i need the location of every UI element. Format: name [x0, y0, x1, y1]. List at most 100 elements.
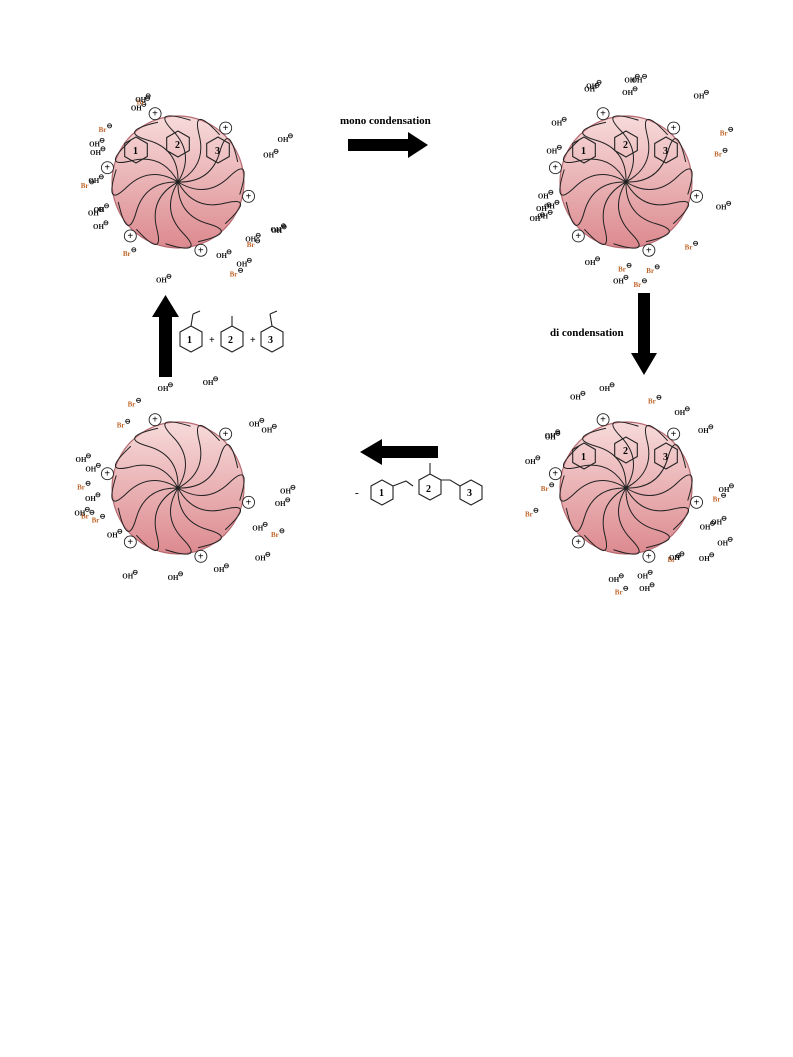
hydroxide-ion: OH: [85, 495, 96, 503]
ion-charge: ⊖: [166, 272, 172, 280]
benzaldehyde-ring-1: [179, 325, 203, 353]
hydroxide-ion: OH: [85, 465, 96, 473]
addition-plus-1: +: [209, 335, 215, 346]
surfactant-tail: [625, 181, 670, 243]
addition-label-3: 3: [268, 335, 273, 346]
head-group: [148, 107, 162, 121]
ion-charge: ⊖: [634, 73, 640, 81]
surfactant-tail: [177, 424, 221, 489]
ion-charge: ⊖: [555, 428, 561, 436]
surfactant-tail: [565, 487, 627, 532]
surfactant-tail: [177, 487, 242, 531]
bromide-ion: Br: [615, 588, 623, 596]
hydroxide-ion: OH: [700, 524, 711, 532]
ion-charge: ⊖: [238, 266, 244, 274]
product-removal-formula: - 1 2 3: [355, 463, 483, 506]
hydroxide-ion: OH: [90, 149, 101, 157]
bound-ring: [654, 442, 678, 470]
head-group: [194, 243, 208, 257]
ion-charge: ⊖: [555, 429, 561, 437]
label-mono-condensation: mono condensation: [340, 115, 431, 127]
bromide-ion: Br: [714, 150, 722, 158]
ion-charge: ⊖: [99, 137, 105, 145]
surfactant-tail: [625, 474, 693, 501]
surfactant-tail: [164, 115, 191, 183]
ion-charge: ⊖: [708, 423, 714, 431]
bound-ring: [206, 136, 230, 164]
head-charge: +: [246, 497, 252, 508]
bound-ring: [572, 442, 596, 470]
hydroxide-ion: OH: [216, 252, 227, 260]
surfactant-tail: [117, 487, 179, 532]
ion-charge: ⊖: [85, 479, 91, 487]
ion-charge: ⊖: [125, 418, 131, 426]
surfactant-tail: [559, 475, 627, 502]
bromide-ion: Br: [137, 99, 145, 107]
hydroxide-ion: OH: [245, 236, 256, 244]
micelles: ++++++++++++++++++++++++: [100, 107, 704, 563]
bromide-ion: Br: [541, 485, 549, 493]
surfactant-tail: [582, 121, 627, 183]
hydroxide-ion: OH: [275, 500, 286, 508]
hydroxide-ion: OH: [545, 433, 556, 441]
ion-charge: ⊖: [131, 246, 137, 254]
hydroxide-ion: OH: [586, 82, 597, 90]
bound-ring-label: 2: [623, 140, 628, 151]
bromide-ion: Br: [92, 517, 100, 525]
surfactant-tail: [177, 181, 242, 225]
ion-charge: ⊖: [676, 552, 682, 560]
surfactant-tail: [134, 427, 179, 489]
ion-charge: ⊖: [533, 506, 539, 514]
surfactant-tail: [625, 138, 687, 183]
hydroxide-ion: OH: [158, 385, 169, 393]
bound-ring-label: 1: [581, 146, 586, 157]
ion-charge: ⊖: [549, 481, 555, 489]
surfactant-tail: [613, 487, 640, 555]
ion-charge: ⊖: [693, 239, 699, 247]
hydroxide-ion: OH: [122, 573, 133, 581]
ion-charge: ⊖: [246, 256, 252, 264]
ion-charge: ⊖: [226, 248, 232, 256]
hydroxide-ion: OH: [537, 212, 548, 220]
hydroxide-ion: OH: [135, 96, 146, 104]
micelle-bottom-right: ++++++: [548, 413, 704, 563]
bound-ring-label: 2: [175, 140, 180, 151]
surfactant-tail: [114, 139, 179, 183]
head-charge: +: [600, 109, 606, 120]
head-charge: +: [671, 123, 677, 134]
head-group: [219, 427, 233, 441]
surfactant-tail: [135, 487, 179, 552]
hydroxide-ion: OH: [76, 456, 87, 464]
hydroxide-ion: OH: [711, 518, 722, 526]
head-group: [100, 161, 114, 175]
hydroxide-ion: OH: [669, 554, 680, 562]
head-charge: +: [223, 429, 229, 440]
hydroxide-ion: OH: [89, 141, 100, 149]
ion-charge: ⊖: [281, 222, 287, 230]
ion-charge: ⊖: [535, 454, 541, 462]
ion-charge: ⊖: [684, 405, 690, 413]
head-charge: +: [152, 109, 158, 120]
hydroxide-ion: OH: [585, 259, 596, 267]
surfactant-tail: [177, 138, 239, 183]
arrow-mono-condensation: [348, 132, 428, 158]
hydroxide-ion: OH: [674, 409, 685, 417]
bromide-ion: Br: [230, 270, 238, 278]
hydroxide-ion: OH: [261, 426, 272, 434]
ion-charge: ⊖: [213, 375, 219, 383]
surfactant-tail: [613, 181, 640, 249]
ion-charge: ⊖: [95, 491, 101, 499]
product-linker-left: [392, 480, 414, 487]
bound-ring-label: 3: [215, 146, 220, 157]
head-group: [571, 535, 585, 549]
surfactant-tail: [625, 487, 690, 531]
surfactant-tail: [177, 181, 222, 243]
hydroxide-ion: OH: [156, 276, 167, 284]
ion-charge: ⊖: [279, 527, 285, 535]
ion-charge: ⊖: [623, 584, 629, 592]
head-charge: +: [104, 469, 110, 480]
surfactant-tail: [625, 444, 687, 489]
surfactant-tail: [111, 475, 179, 502]
hydroxide-ion: OH: [263, 152, 274, 160]
surfactant-tail: [562, 139, 627, 183]
